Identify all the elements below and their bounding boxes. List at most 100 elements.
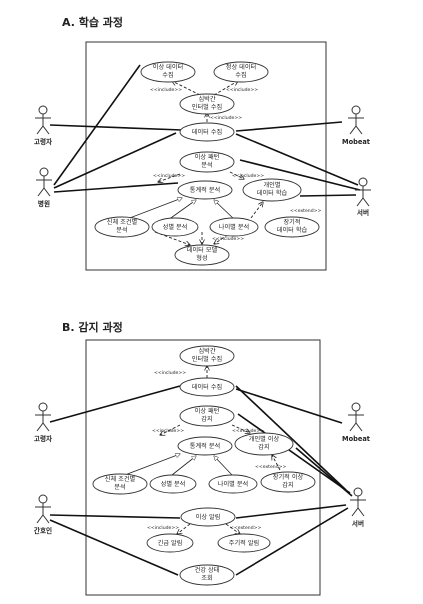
use-case-abnormal-data-collect: 이상 데이터 수집 [140, 61, 196, 83]
svg-text:데이터 학습: 데이터 학습 [257, 189, 288, 197]
use-case-data-collect: 데이터 수집 [179, 377, 235, 397]
svg-text:감지: 감지 [201, 415, 212, 423]
include-label: <<include>> [226, 87, 258, 93]
svg-text:고령자: 고령자 [34, 137, 53, 146]
actor-icon [350, 487, 366, 517]
actor-icon [35, 105, 51, 135]
section-b: B. 감지 과정 <<include>> [34, 320, 370, 596]
svg-text:이상 데이터: 이상 데이터 [153, 63, 183, 71]
use-case-hr-interval-collect: 심박간 인터벌 수집 [179, 93, 235, 115]
actor-hospital: 병원 [36, 167, 52, 208]
associations-a [49, 64, 361, 197]
svg-text:데이터 모델: 데이터 모델 [187, 246, 218, 254]
svg-text:수집: 수집 [162, 72, 173, 79]
system-boundary-b [85, 339, 321, 596]
svg-text:정상 데이터: 정상 데이터 [226, 63, 256, 71]
include-label: <<include>> [152, 428, 184, 434]
svg-text:심박간: 심박간 [198, 347, 215, 355]
use-case-model-generation: 데이터 모델 형성 [174, 244, 230, 266]
svg-text:개인별: 개인별 [263, 181, 280, 189]
use-case-periodic-alert: 주기적 알림 [217, 533, 271, 553]
svg-text:감지: 감지 [258, 443, 269, 451]
svg-text:Mobeat: Mobeat [342, 435, 370, 443]
relation-labels-a: <<include>> <<include>> <<include>> <<in… [150, 87, 321, 242]
include-label: <<include>> [154, 370, 186, 376]
svg-text:분석: 분석 [116, 226, 127, 234]
svg-text:개인별 이상: 개인별 이상 [249, 435, 280, 443]
include-label: <<include>> [210, 115, 242, 121]
svg-text:나이별 분석: 나이별 분석 [219, 223, 249, 231]
svg-text:분석: 분석 [114, 483, 125, 491]
svg-text:서버: 서버 [357, 208, 369, 217]
include-label: <<include>> [232, 428, 264, 434]
use-case-pattern-detect: 이상 패턴 감지 [179, 405, 235, 427]
svg-text:성별 분석: 성별 분석 [163, 223, 188, 231]
actor-caregiver: 간호인 [34, 494, 52, 535]
include-label: <<include>> [153, 173, 185, 179]
svg-text:데이터 수집: 데이터 수집 [192, 128, 222, 136]
svg-text:수집: 수집 [235, 72, 246, 79]
svg-text:병원: 병원 [38, 199, 50, 208]
use-case-normal-data-collect: 정상 데이터 수집 [213, 61, 269, 83]
svg-text:데이터 학습: 데이터 학습 [277, 226, 308, 234]
use-case-personal-detect: 개인별 이상 감지 [234, 432, 294, 456]
extend-label: <<extend>> [230, 525, 261, 531]
actor-icon [355, 177, 371, 207]
svg-text:이상 알림: 이상 알림 [196, 513, 221, 521]
use-case-statistical-analysis: 통계적 분석 [177, 180, 233, 200]
include-label: <<include>> [150, 87, 182, 93]
svg-text:인터벌 수집: 인터벌 수집 [192, 103, 222, 111]
include-label: <<include>> [232, 173, 264, 179]
svg-text:건강 상태: 건강 상태 [195, 566, 220, 574]
svg-text:고령자: 고령자 [34, 434, 53, 443]
actor-icon [348, 105, 364, 135]
use-case-health-view: 건강 상태 조회 [179, 564, 235, 586]
use-case-statistical-analysis: 통계적 분석 [177, 436, 233, 456]
use-case-age-analysis: 나이별 분석 [208, 474, 258, 494]
use-case-hr-interval-collect: 심박간 인터벌 수집 [179, 345, 235, 367]
relations-a [126, 81, 263, 245]
svg-text:통계적 분석: 통계적 분석 [190, 442, 220, 450]
use-case-pattern-analysis: 이상 패턴 분석 [179, 151, 235, 173]
relation-labels-b: <<include>> <<include>> <<include>> <<ex… [147, 370, 286, 531]
use-case-personal-learning: 개인별 데이터 학습 [242, 178, 302, 202]
svg-text:분석: 분석 [201, 161, 212, 169]
use-case-longterm-learning: 장기적 데이터 학습 [264, 216, 320, 238]
actor-mobeat: Mobeat [342, 402, 370, 443]
actor-server: 서버 [350, 487, 366, 528]
actor-server: 서버 [355, 177, 371, 217]
use-case-gender-analysis: 성별 분석 [149, 474, 197, 494]
svg-text:나이별 분석: 나이별 분석 [218, 480, 248, 488]
svg-text:인터벌 수집: 인터벌 수집 [192, 355, 222, 363]
svg-text:장기적: 장기적 [283, 218, 300, 226]
use-case-age-analysis: 나이별 분석 [209, 217, 259, 237]
extend-label: <<extend>> [255, 464, 286, 470]
svg-text:간호인: 간호인 [34, 526, 52, 535]
svg-text:긴급 알림: 긴급 알림 [158, 539, 183, 547]
actor-mobeat: Mobeat [342, 105, 370, 146]
svg-text:이상 패턴: 이상 패턴 [195, 407, 220, 415]
svg-text:신체 조건별: 신체 조건별 [107, 218, 138, 226]
svg-text:심박간: 심박간 [198, 95, 215, 103]
svg-text:조회: 조회 [201, 574, 212, 582]
relations-b [124, 366, 281, 534]
use-case-data-collect: 데이터 수집 [179, 122, 235, 142]
actor-elderly: 고령자 [34, 402, 53, 443]
actor-icon [35, 402, 51, 432]
actor-elderly: 고령자 [34, 105, 53, 146]
svg-text:주기적 알림: 주기적 알림 [229, 539, 259, 547]
svg-text:형성: 형성 [196, 254, 207, 262]
use-case-body-condition: 신체 조건별 분석 [92, 473, 148, 495]
section-a: A. 학습 과정 [34, 15, 371, 271]
actor-icon [36, 167, 52, 197]
system-boundary-a [85, 41, 327, 271]
svg-text:감지: 감지 [282, 481, 293, 489]
include-label: <<include>> [212, 236, 244, 242]
use-case-emergency-alert: 긴급 알림 [146, 533, 194, 553]
include-label: <<include>> [147, 525, 179, 531]
svg-text:통계적 분석: 통계적 분석 [190, 186, 220, 194]
section-b-title: B. 감지 과정 [62, 320, 123, 334]
svg-text:데이터 수집: 데이터 수집 [192, 383, 222, 391]
svg-text:Mobeat: Mobeat [342, 138, 370, 146]
